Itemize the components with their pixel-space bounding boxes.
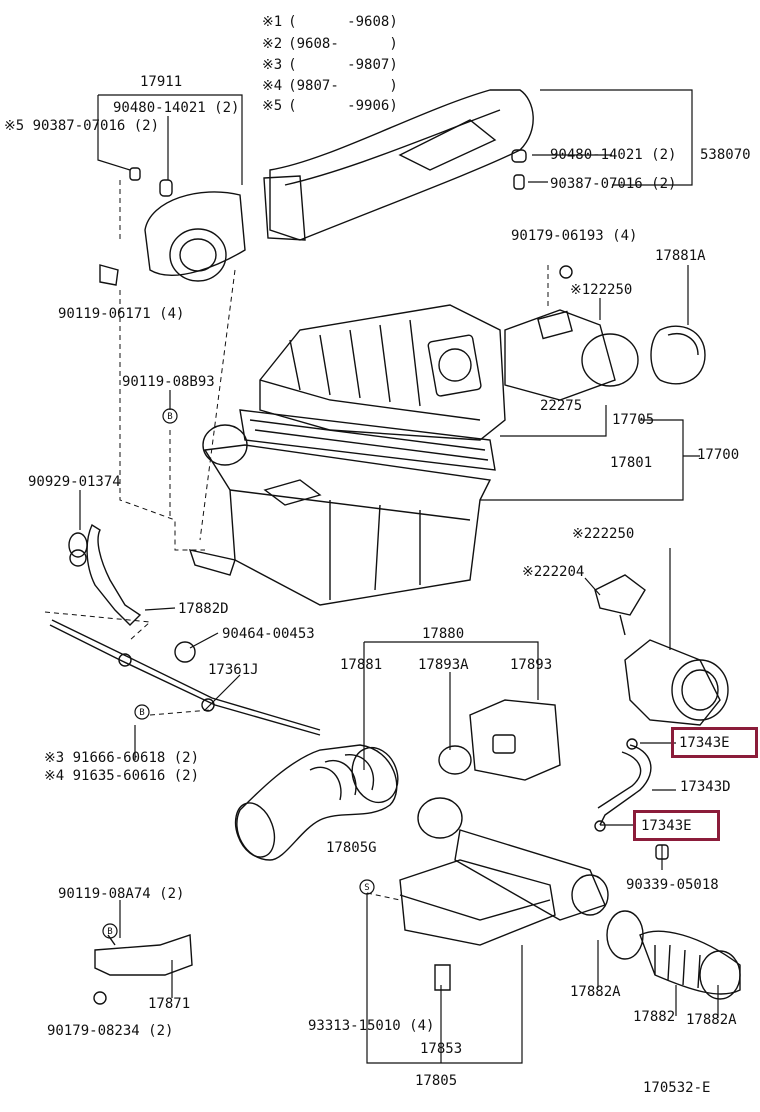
part-label-17343E-b[interactable]: 17343E bbox=[641, 818, 692, 834]
leader-538070 bbox=[540, 89, 693, 186]
rod-17361J bbox=[49, 624, 321, 736]
hose-17882D bbox=[86, 523, 142, 626]
legend-row-3: ※3 ( -9807) bbox=[262, 57, 398, 73]
part-label-17882D[interactable]: 17882D bbox=[178, 601, 229, 617]
leader-90464 bbox=[189, 632, 219, 649]
leader-17805-bracket bbox=[366, 893, 523, 1064]
part-label-17893A[interactable]: 17893A bbox=[418, 657, 469, 673]
legend-range: (9608- ) bbox=[288, 36, 398, 52]
part-label-222204[interactable]: ※222204 bbox=[522, 564, 585, 580]
leader-17705 bbox=[500, 405, 607, 437]
part-label-17805[interactable]: 17805 bbox=[415, 1073, 458, 1089]
part-label-91635-60616[interactable]: ※4 91635-60616 (2) bbox=[44, 768, 200, 784]
part-label-17882A-b[interactable]: 17882A bbox=[686, 1012, 737, 1028]
part-label-122250[interactable]: ※122250 bbox=[570, 282, 633, 298]
resonator-case-17805 bbox=[399, 859, 556, 946]
leader-17882D bbox=[144, 607, 176, 611]
part-label-17911[interactable]: 17911 bbox=[140, 74, 183, 90]
air-flow-meter bbox=[504, 309, 616, 401]
part-label-90480-14021-a[interactable]: 90480-14021 (2) bbox=[113, 100, 240, 116]
legend-row-5: ※5 ( -9906) bbox=[262, 98, 398, 114]
legend-row-4: ※4 (9807- ) bbox=[262, 78, 398, 94]
highlight-box-17343E-b bbox=[633, 810, 720, 841]
air-cleaner-cap bbox=[259, 304, 506, 441]
legend-row-1: ※1 ( -9608) bbox=[262, 14, 398, 30]
legend-range: (9807- ) bbox=[288, 78, 398, 94]
legend-mark: ※1 bbox=[262, 14, 283, 30]
hose-clamp-17881A bbox=[650, 325, 706, 385]
part-label-17700[interactable]: 17700 bbox=[697, 447, 740, 463]
legend-mark: ※3 bbox=[262, 57, 283, 73]
mark-s: S bbox=[364, 883, 369, 893]
diagram-code: 170532-E bbox=[643, 1080, 711, 1096]
part-label-93313-15010[interactable]: 93313-15010 (4) bbox=[308, 1018, 435, 1034]
leader-222204 bbox=[584, 577, 601, 596]
part-label-90929-01374[interactable]: 90929-01374 bbox=[28, 474, 121, 490]
leader-90387-a bbox=[97, 95, 131, 171]
mark-b-1: B bbox=[167, 412, 172, 422]
part-label-538070[interactable]: 538070 bbox=[700, 147, 751, 163]
part-label-17705[interactable]: 17705 bbox=[612, 412, 655, 428]
leader-17700-bracket bbox=[480, 419, 684, 501]
part-label-17871[interactable]: 17871 bbox=[148, 996, 191, 1012]
part-label-17881[interactable]: 17881 bbox=[340, 657, 383, 673]
resonator-bracket bbox=[144, 191, 246, 276]
part-label-90464-00453[interactable]: 90464-00453 bbox=[222, 626, 315, 642]
part-label-17361J[interactable]: 17361J bbox=[208, 662, 259, 678]
part-label-17343D[interactable]: 17343D bbox=[680, 779, 731, 795]
legend-range: ( -9608) bbox=[288, 14, 398, 30]
part-label-22275[interactable]: 22275 bbox=[540, 398, 583, 414]
legend-mark: ※5 bbox=[262, 98, 283, 114]
resonator-17893 bbox=[469, 699, 561, 781]
part-label-17801[interactable]: 17801 bbox=[610, 455, 653, 471]
intake-duct bbox=[269, 89, 534, 241]
leader-17880-bracket bbox=[364, 641, 539, 700]
bolt-17853 bbox=[434, 964, 451, 991]
legend-mark: ※2 bbox=[262, 36, 283, 52]
highlight-box-17343E-a bbox=[671, 727, 758, 758]
part-label-90119-08A74[interactable]: 90119-08A74 (2) bbox=[58, 886, 185, 902]
part-label-90119-06171[interactable]: 90119-06171 (4) bbox=[58, 306, 185, 322]
part-label-90119-08B93[interactable]: 90119-08B93 bbox=[122, 374, 215, 390]
bracket-17871 bbox=[94, 934, 193, 976]
air-flow-meter-alt bbox=[624, 639, 721, 726]
legend-range: ( -9906) bbox=[288, 98, 398, 114]
leader-17361J bbox=[204, 674, 241, 711]
part-label-17805G[interactable]: 17805G bbox=[326, 840, 377, 856]
part-label-90387-07016-b[interactable]: 90387-07016 (2) bbox=[550, 176, 677, 192]
part-label-90480-14021-b[interactable]: 90480-14021 (2) bbox=[550, 147, 677, 163]
mark-b-2: B bbox=[139, 708, 144, 718]
mark-b-3: B bbox=[107, 927, 112, 937]
part-label-90387-07016-a[interactable]: ※5 90387-07016 (2) bbox=[4, 118, 160, 134]
part-label-90339-05018[interactable]: 90339-05018 bbox=[626, 877, 719, 893]
intake-pipe bbox=[454, 829, 606, 921]
part-label-17882A-a[interactable]: 17882A bbox=[570, 984, 621, 1000]
part-label-222250[interactable]: ※222250 bbox=[572, 526, 635, 542]
part-label-90179-08234[interactable]: 90179-08234 (2) bbox=[47, 1023, 174, 1039]
intake-hose-17881 bbox=[236, 744, 398, 861]
part-label-17881A-top[interactable]: 17881A bbox=[655, 248, 706, 264]
part-label-17880[interactable]: 17880 bbox=[422, 626, 465, 642]
part-label-17853[interactable]: 17853 bbox=[420, 1041, 463, 1057]
part-label-17882[interactable]: 17882 bbox=[633, 1009, 676, 1025]
legend-range: ( -9807) bbox=[288, 57, 398, 73]
leader-17911 bbox=[98, 94, 243, 185]
air-cleaner-case bbox=[203, 444, 492, 606]
part-label-90179-06193[interactable]: 90179-06193 (4) bbox=[511, 228, 638, 244]
part-label-17893[interactable]: 17893 bbox=[510, 657, 553, 673]
legend-mark: ※4 bbox=[262, 78, 283, 94]
air-filter-element bbox=[239, 409, 496, 471]
part-label-17343E-a[interactable]: 17343E bbox=[679, 735, 730, 751]
legend-row-2: ※2 (9608- ) bbox=[262, 36, 398, 52]
part-label-91666-60618[interactable]: ※3 91666-60618 (2) bbox=[44, 750, 200, 766]
